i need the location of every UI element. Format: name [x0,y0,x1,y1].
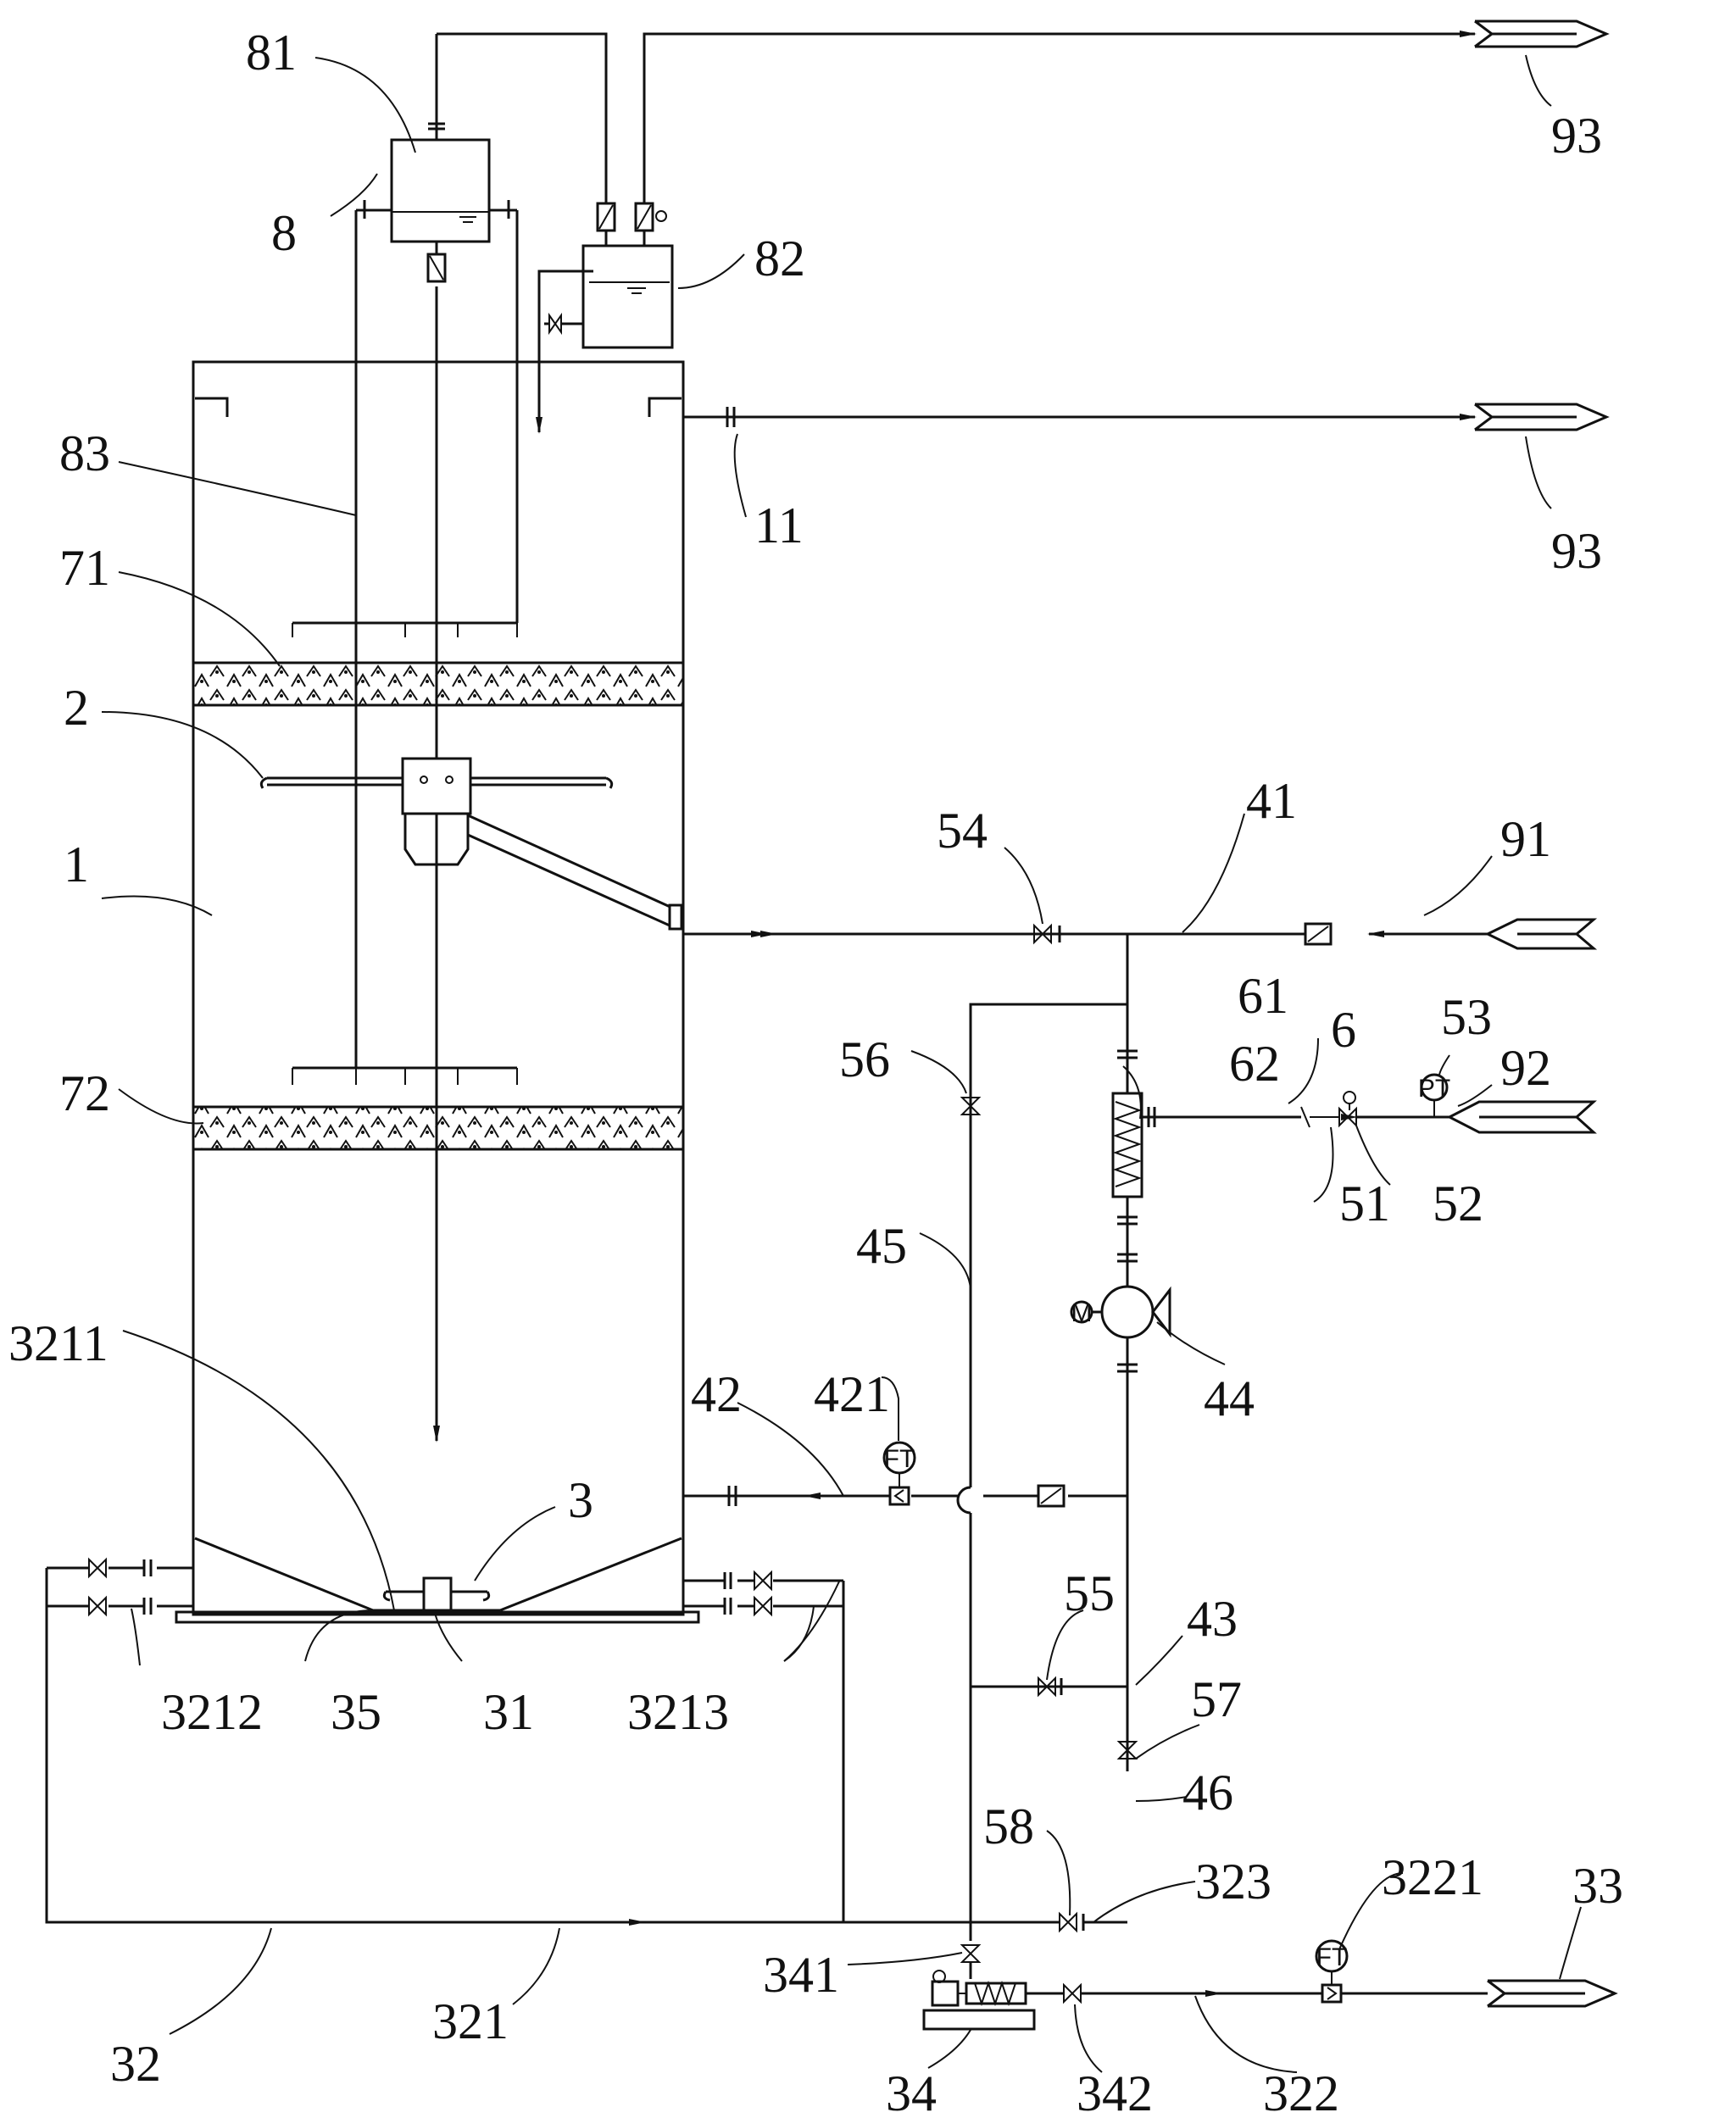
svg-text:FT: FT [884,1445,915,1473]
label-421: 421 [814,1366,890,1422]
label-51: 51 [1339,1176,1390,1231]
label-8: 8 [271,205,297,261]
label-3212: 3212 [161,1684,263,1740]
terminal-33 [1487,1979,1618,2008]
reference-labels: 81 8 82 93 93 83 11 71 2 1 54 41 91 61 6… [8,25,1623,2118]
label-93-mid: 93 [1551,523,1602,579]
label-71: 71 [59,540,110,596]
label-31: 31 [483,1684,534,1740]
screw-pump-34 [922,1970,1127,2031]
vent-lines-to-93 [437,31,1477,246]
label-342: 342 [1077,2065,1153,2118]
label-52: 52 [1433,1176,1483,1231]
label-2: 2 [64,680,89,736]
pipe-83-recirculation [354,210,519,1068]
instrument-ft-421: FT [882,1441,916,1475]
label-34: 34 [886,2065,937,2118]
label-3211: 3211 [8,1315,108,1371]
label-33: 33 [1572,1858,1623,1914]
label-32: 32 [110,2036,161,2092]
pipe-322 [1127,1971,1488,2004]
label-35: 35 [331,1684,381,1740]
instrument-pt-53: PT [1418,1075,1450,1103]
label-46: 46 [1182,1765,1233,1821]
label-62: 62 [1229,1036,1280,1092]
terminal-93-top [1474,19,1610,48]
label-341: 341 [763,1947,839,2003]
pipe-43 [971,1676,1127,1698]
label-6: 6 [1331,1002,1356,1058]
label-81: 81 [246,25,297,81]
sprayer-assembly-2 [259,757,683,931]
label-321: 321 [432,1993,509,2049]
heater-61 [1111,1049,1143,1226]
label-3221: 3221 [1382,1849,1483,1905]
pipe-42 [683,1473,1127,1508]
label-57: 57 [1191,1671,1242,1727]
terminal-92 [1446,1100,1597,1134]
label-43: 43 [1187,1591,1238,1647]
label-3213: 3213 [627,1684,729,1740]
label-92: 92 [1500,1040,1551,1096]
tower-1 [192,360,685,1616]
label-322: 322 [1263,2065,1339,2118]
valve-57 [1116,1741,1138,1759]
gas-outlet-11 [683,407,1477,427]
label-54: 54 [937,803,988,859]
label-93-top: 93 [1551,108,1602,164]
label-83: 83 [59,425,110,481]
terminal-91 [1484,918,1598,950]
label-91: 91 [1500,811,1551,867]
label-41: 41 [1246,773,1297,829]
label-44: 44 [1204,1370,1255,1426]
label-45: 45 [856,1218,907,1274]
label-53: 53 [1441,989,1492,1045]
label-82: 82 [754,231,805,286]
label-11: 11 [754,498,804,553]
label-72: 72 [59,1065,110,1121]
pipe-321 [45,1568,1127,1933]
label-55: 55 [1064,1565,1115,1621]
packing-layer-72 [192,1105,685,1151]
valve-341 [960,1944,982,1979]
pipe-41 [683,922,1488,946]
upper-spray-distributor [292,621,518,637]
tank-82 [536,244,674,434]
pump-44 [1070,1253,1171,1373]
label-58: 58 [983,1798,1034,1854]
svg-text:PT: PT [1418,1075,1450,1103]
instrument-motor-44: M [1071,1299,1093,1327]
svg-text:M: M [1071,1299,1093,1327]
leader-lines [101,54,1582,2073]
label-42: 42 [691,1366,742,1422]
svg-text:FT: FT [1316,1943,1348,1971]
lower-spray-distributor [292,1066,518,1085]
separator-8-81 [356,34,517,283]
pipe-45 [956,1003,1127,1941]
label-61: 61 [1238,968,1288,1024]
instrument-ft-3221: FT [1315,1939,1349,1973]
pipe-62 [1142,1073,1449,1128]
packing-layer-71 [192,661,685,707]
scraper-3 [373,1576,500,1612]
label-3: 3 [568,1472,593,1528]
terminal-93-mid [1474,403,1610,431]
bottom-nozzles-3212-3213 [47,1557,845,1617]
label-56: 56 [839,1031,890,1087]
label-1: 1 [64,837,89,892]
label-323: 323 [1195,1854,1271,1910]
